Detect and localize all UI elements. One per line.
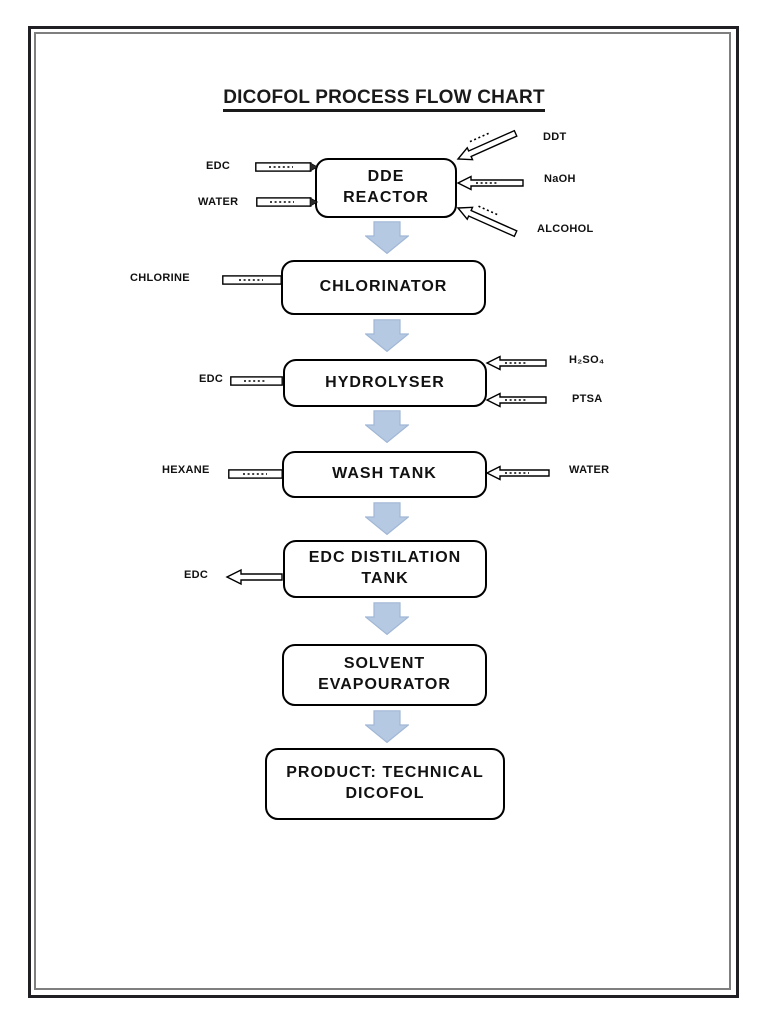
process-box-label: WASH TANK [332, 465, 437, 483]
process-box-hydrolyser: HYDROLYSER [283, 359, 487, 407]
flow-down-arrow-icon [365, 221, 409, 254]
stream-arrow-alcohol-into-dde-reactor [456, 205, 518, 238]
process-box-label: CHLORINATOR [319, 278, 448, 296]
stream-label-hexane: HEXANE [162, 464, 210, 476]
stream-arrow-water-into-dde-reactor [256, 197, 319, 207]
process-box-wash-tank: WASH TANK [282, 451, 487, 498]
process-box-label: EDC DISTILATION TANK [308, 549, 462, 587]
stream-label-h2so4: H₂SO₄ [569, 354, 605, 366]
stream-arrow-ptsa-into-hydrolyser [485, 392, 547, 408]
stream-arrow-water-into-wash-tank [485, 465, 550, 481]
process-box-chlorinator: CHLORINATOR [281, 260, 486, 315]
stream-arrow-h2so4-into-hydrolyser [485, 355, 547, 371]
flow-down-arrow-icon [365, 319, 409, 352]
process-box-edc-distillation-tank: EDC DISTILATION TANK [283, 540, 487, 598]
stream-arrow-chlorine-into-chlorinator [222, 275, 282, 285]
process-box-dde-reactor: DDE REACTOR [315, 158, 457, 218]
stream-arrow-naoh-into-dde-reactor [456, 175, 524, 191]
stream-label-water: WATER [198, 196, 239, 208]
stream-label-ddt: DDT [543, 131, 567, 143]
stream-label-ptsa: PTSA [572, 393, 603, 405]
process-box-label: PRODUCT: TECHNICAL DICOFOL [286, 764, 484, 802]
page-border-inner [34, 32, 731, 990]
stream-label-naoh: NaOH [544, 173, 576, 185]
process-box-label: DDE REACTOR [343, 168, 429, 206]
process-box-label: SOLVENT EVAPOURATOR [318, 655, 451, 693]
process-box-label: HYDROLYSER [325, 373, 445, 391]
flow-down-arrow-icon [365, 410, 409, 443]
page-title-text: DICOFOL PROCESS FLOW CHART [223, 87, 545, 112]
stream-label-edc: EDC [199, 373, 224, 385]
process-box-product-technical-dicofol: PRODUCT: TECHNICAL DICOFOL [265, 748, 505, 820]
stream-arrow-edc-into-hydrolyser [230, 376, 283, 386]
flow-down-arrow-icon [365, 602, 409, 635]
stream-label-water: WATER [569, 464, 610, 476]
stream-arrow-edc-into-dde-reactor [255, 162, 319, 172]
stream-arrow-edc-out-of-distillation-tank [225, 568, 283, 586]
page-title: DICOFOL PROCESS FLOW CHART [0, 87, 768, 112]
stream-label-chlorine: CHLORINE [130, 272, 190, 284]
flow-down-arrow-icon [365, 710, 409, 743]
stream-label-alcohol: ALCOHOL [537, 223, 594, 235]
stream-label-edc: EDC [206, 160, 231, 172]
stream-arrow-hexane-into-wash-tank [228, 469, 283, 479]
page-border-outer [28, 26, 739, 998]
stream-arrow-ddt-into-dde-reactor [456, 129, 518, 161]
process-box-solvent-evaporator: SOLVENT EVAPOURATOR [282, 644, 487, 706]
flow-down-arrow-icon [365, 502, 409, 535]
stream-label-edc: EDC [184, 569, 209, 581]
